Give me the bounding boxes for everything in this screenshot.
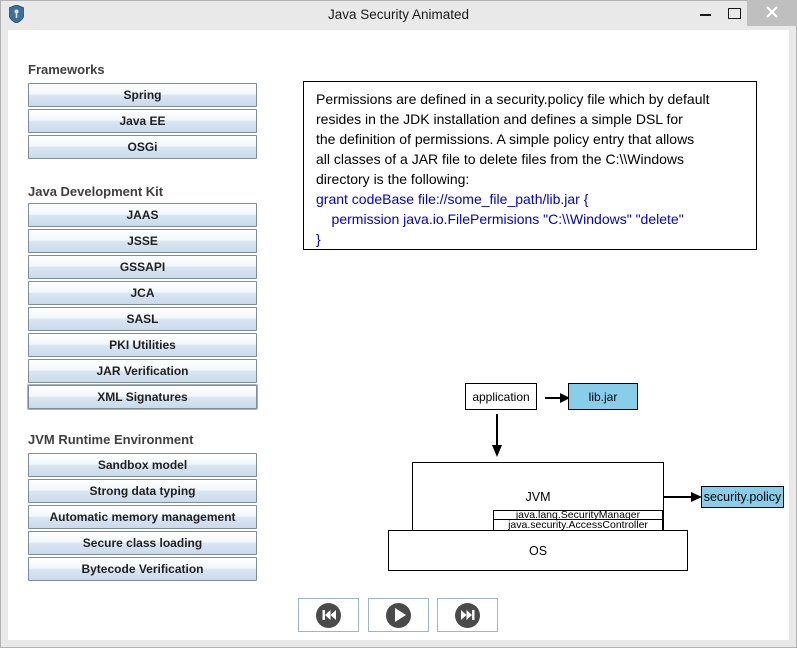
shield-icon bbox=[8, 4, 25, 24]
code-line: permission java.io.FilePermisions "C:\\W… bbox=[316, 211, 684, 227]
sidebar-button-jaas[interactable]: JAAS bbox=[28, 203, 257, 227]
section-label-frameworks: Frameworks bbox=[28, 62, 105, 77]
sidebar-button-gssapi[interactable]: GSSAPI bbox=[28, 255, 257, 279]
sidebar-button-xml-signatures[interactable]: XML Signatures bbox=[28, 385, 257, 409]
maximize-button[interactable] bbox=[721, 0, 747, 26]
window-title: Java Security Animated bbox=[327, 7, 470, 22]
info-panel: Permissions are defined in a security.po… bbox=[303, 81, 757, 250]
sidebar-button-jsse[interactable]: JSSE bbox=[28, 229, 257, 253]
content-area: Frameworks Spring Java EE OSGi Java Deve… bbox=[8, 30, 789, 640]
diagram-box-lib-jar: lib.jar bbox=[568, 383, 638, 410]
sidebar-button-jar-verification[interactable]: JAR Verification bbox=[28, 359, 257, 383]
diagram-box-jvm: JVM bbox=[412, 462, 664, 531]
skip-to-end-icon bbox=[455, 602, 480, 628]
info-line: the definition of permissions. A simple … bbox=[316, 131, 695, 147]
section-label-jdk: Java Development Kit bbox=[28, 184, 164, 199]
sidebar-button-bytecode-verification[interactable]: Bytecode Verification bbox=[28, 557, 257, 581]
diagram-box-application: application bbox=[465, 383, 537, 410]
sidebar-button-osgi[interactable]: OSGi bbox=[28, 135, 257, 159]
info-line: resides in the JDK installation and defi… bbox=[316, 111, 683, 127]
info-line: Permissions are defined in a security.po… bbox=[316, 91, 710, 107]
close-icon bbox=[766, 5, 778, 21]
diagram-box-security-policy: security.policy bbox=[701, 486, 784, 508]
sidebar-button-java-ee[interactable]: Java EE bbox=[28, 109, 257, 133]
sidebar-button-automatic-memory-management[interactable]: Automatic memory management bbox=[28, 505, 257, 529]
arrow-right-icon bbox=[545, 391, 571, 409]
sidebar-button-pki-utilities[interactable]: PKI Utilities bbox=[28, 333, 257, 357]
arrow-down-icon bbox=[491, 414, 503, 463]
code-line: grant codeBase file://some_file_path/lib… bbox=[316, 191, 589, 207]
minimize-button[interactable] bbox=[692, 0, 719, 26]
info-line: directory is the following: bbox=[316, 171, 470, 187]
forward-button[interactable] bbox=[437, 598, 498, 632]
sidebar-button-strong-data-typing[interactable]: Strong data typing bbox=[28, 479, 257, 503]
rewind-button[interactable] bbox=[298, 598, 359, 632]
diagram-box-os: OS bbox=[388, 530, 688, 571]
sidebar-button-jca[interactable]: JCA bbox=[28, 281, 257, 305]
minimize-icon bbox=[700, 14, 711, 16]
close-button[interactable] bbox=[747, 0, 797, 26]
sidebar-button-sasl[interactable]: SASL bbox=[28, 307, 257, 331]
sidebar-button-sandbox-model[interactable]: Sandbox model bbox=[28, 453, 257, 477]
play-icon bbox=[386, 602, 411, 628]
arrow-right-icon bbox=[664, 490, 704, 508]
maximize-icon bbox=[727, 7, 741, 19]
info-line: all classes of a JAR file to delete file… bbox=[316, 151, 685, 167]
sidebar-button-spring[interactable]: Spring bbox=[28, 83, 257, 107]
code-line: } bbox=[316, 231, 321, 247]
section-label-jvm-runtime: JVM Runtime Environment bbox=[28, 432, 194, 447]
sidebar-button-secure-class-loading[interactable]: Secure class loading bbox=[28, 531, 257, 555]
skip-to-start-icon bbox=[316, 602, 341, 628]
titlebar: Java Security Animated bbox=[0, 0, 797, 30]
play-button[interactable] bbox=[368, 598, 429, 632]
